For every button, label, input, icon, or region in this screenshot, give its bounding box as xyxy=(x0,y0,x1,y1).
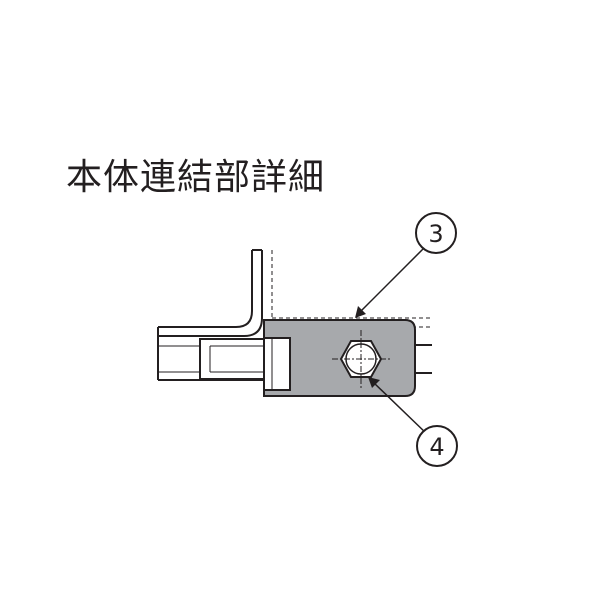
leader-3-arrowhead xyxy=(355,306,366,318)
callout-3: 3 xyxy=(415,212,457,254)
plate-body xyxy=(263,319,416,397)
connection-plate xyxy=(263,319,416,397)
callout-4: 4 xyxy=(416,425,458,467)
callout-4-label: 4 xyxy=(429,433,444,461)
leader-3 xyxy=(355,245,427,318)
hidden-lines xyxy=(271,250,432,328)
washer xyxy=(263,337,291,391)
rod-right xyxy=(415,344,432,374)
frame-outer-bend xyxy=(158,250,253,328)
leader-4 xyxy=(368,377,429,436)
leader-4-line xyxy=(372,381,429,436)
leader-3-line xyxy=(359,245,427,313)
frame-inner-bend xyxy=(158,250,263,337)
callout-4-circle xyxy=(416,425,458,467)
washer-body xyxy=(263,337,291,391)
bolt-shaft xyxy=(158,338,265,380)
callout-3-label: 3 xyxy=(428,220,443,248)
diagram-title: 本体連結部詳細 xyxy=(66,157,326,198)
callout-3-circle xyxy=(415,212,457,254)
hex-bolt xyxy=(332,330,390,388)
leader-4-arrowhead xyxy=(368,377,380,388)
